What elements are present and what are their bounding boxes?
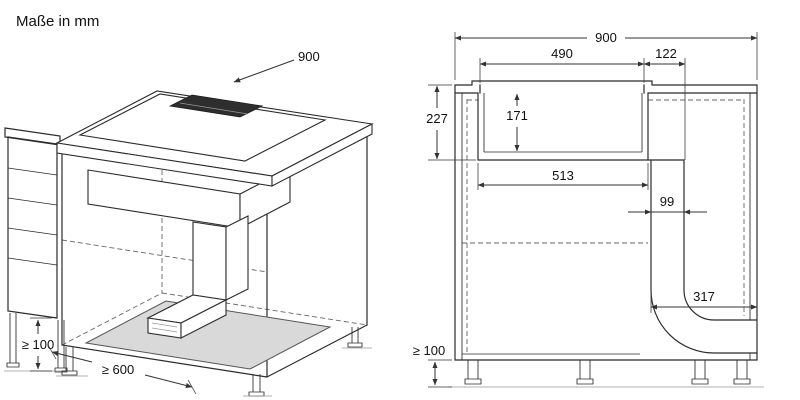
- iso-dim-plinth: ≥ 100: [22, 317, 54, 372]
- front-dim-side-clearance: 317: [650, 289, 758, 310]
- front-legs: [464, 360, 751, 385]
- iso-depth-label: ≥ 600: [102, 362, 134, 377]
- front-dim-plinth: ≥ 100: [413, 343, 445, 386]
- iso-dim-width: 900: [233, 49, 320, 83]
- front-plinth-label: ≥ 100: [413, 343, 445, 358]
- iso-left-legs: [6, 313, 68, 373]
- front-hidden-lines: [462, 99, 745, 352]
- drawer-front-lines: [7, 167, 58, 266]
- iso-dim-depth: ≥ 600: [47, 344, 197, 395]
- front-inner-height-label: 171: [506, 108, 528, 123]
- iso-floor-ticks: [56, 347, 372, 397]
- iso-view: 900 ≥ 100 ≥ 600: [4, 49, 374, 397]
- front-cutout-label: 490: [551, 46, 573, 61]
- front-duct-offset-label: 122: [655, 46, 677, 61]
- vent-slat-line: [179, 102, 249, 115]
- downdraft-vent-grille: [168, 94, 264, 118]
- page-title: Maße in mm: [16, 13, 99, 30]
- iso-cooktop: [78, 93, 327, 162]
- iso-duct-flat-outlet: [146, 294, 228, 339]
- front-view: 900 490 122 227 171 513: [413, 30, 764, 388]
- front-duct-width-label: 99: [660, 194, 674, 209]
- front-inner-walls: [461, 93, 751, 360]
- iso-drawer-unit: [4, 127, 70, 373]
- front-total-height-label: 227: [426, 111, 448, 126]
- front-dim-total-height: 227: [426, 85, 448, 160]
- label-mask: [587, 30, 625, 45]
- front-width-label: 900: [595, 30, 617, 45]
- front-dim-duct-offset: 122: [643, 46, 686, 67]
- iso-cabinet-edges: [61, 129, 368, 378]
- front-dim-inner-height: 171: [506, 93, 528, 152]
- front-dim-duct-width: 99: [628, 194, 707, 215]
- front-dim-cutout: 490: [479, 46, 645, 67]
- front-dim-width: 900: [454, 30, 758, 45]
- iso-duct-vertical: [192, 215, 249, 301]
- iso-width-label: 900: [298, 49, 320, 64]
- front-dim-box-width: 513: [477, 168, 649, 188]
- front-cabinet-outline: [454, 80, 758, 361]
- iso-plinth-label: ≥ 100: [22, 337, 54, 352]
- outlet-louver-slats: [151, 322, 178, 333]
- front-box-width-label: 513: [552, 168, 574, 183]
- front-extension-lines: [428, 32, 758, 388]
- front-side-clearance-label: 317: [693, 289, 715, 304]
